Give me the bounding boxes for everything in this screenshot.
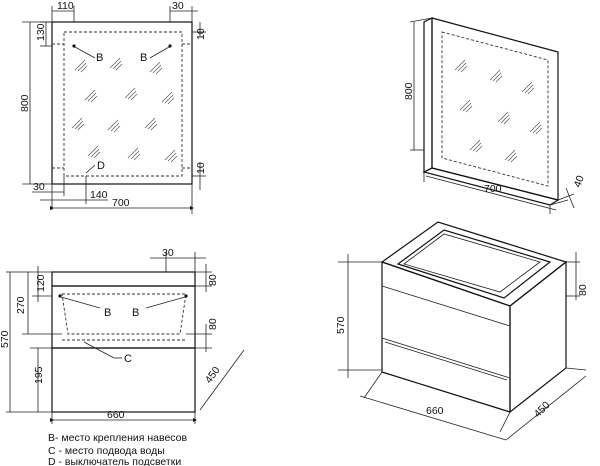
marker-b-right: B [140, 52, 147, 64]
legend-item-c: C - место подвода воды [48, 445, 165, 457]
vanity-iso-front [381, 261, 511, 413]
vanity-marker-b-right: B [132, 307, 139, 319]
dim-vanity-mid-right: 80 [207, 318, 219, 330]
dim-iso-mirror-depth: 40 [572, 174, 587, 189]
mirror-front-view: B B D 110 30 130 10 800 10 30 [19, 0, 207, 214]
mirror-iso-view: 800 700 40 [403, 17, 587, 214]
dim-iso-mirror-width: 700 [484, 183, 502, 195]
marker-d: D [97, 160, 105, 172]
dim-vanity-upper-height: 270 [15, 296, 27, 314]
dim-top-right-offset: 30 [172, 0, 184, 12]
vanity-marker-c: C [124, 353, 132, 365]
dim-vanity-top-depth: 30 [162, 247, 174, 259]
mirror-light-strip [63, 31, 183, 177]
vanity-countertop [51, 271, 196, 287]
marker-b-left: B [96, 52, 103, 64]
vanity-sink-basin [61, 293, 187, 335]
legend: B- место крепления навесов C - место под… [48, 432, 188, 466]
dim-vanity-top-right: 80 [207, 274, 219, 286]
dim-vanity-top-left: 120 [35, 274, 47, 292]
vanity-upper-drawer [51, 285, 196, 349]
vanity-marker-b-left: B [104, 307, 111, 319]
dim-left-top: 130 [35, 23, 47, 41]
mirror-outline [51, 21, 193, 185]
dim-mirror-width: 700 [112, 197, 130, 209]
dim-bottom-left: 30 [33, 181, 45, 193]
dim-iso-vanity-height: 570 [335, 316, 347, 334]
dim-iso-mirror-height: 800 [403, 82, 415, 100]
legend-item-d: D - выключатель подсветки [48, 456, 181, 466]
dim-mirror-height: 800 [19, 94, 31, 112]
dim-right-top: 10 [195, 28, 207, 40]
dim-right-bottom: 10 [195, 162, 207, 174]
dim-vanity-full-height: 570 [0, 330, 11, 348]
mirror-iso-reflection-marks [454, 59, 543, 163]
dim-vanity-drawer-height: 195 [33, 366, 45, 384]
mirror-reflection-marks [71, 57, 178, 163]
vanity-front-view: B B C 30 120 80 270 570 80 [0, 247, 245, 424]
dim-iso-vanity-top-height: 80 [577, 284, 589, 296]
dim-vanity-width: 660 [107, 409, 125, 421]
vanity-iso-view: 80 570 660 450 [335, 221, 589, 441]
dim-iso-vanity-width: 660 [426, 405, 444, 417]
dim-top-left-offset: 110 [57, 0, 74, 12]
dim-bottom-mid: 140 [90, 189, 108, 201]
vanity-lower-drawer [51, 347, 196, 413]
vanity-iso-side [509, 260, 567, 414]
legend-item-b: B- место крепления навесов [48, 432, 188, 444]
